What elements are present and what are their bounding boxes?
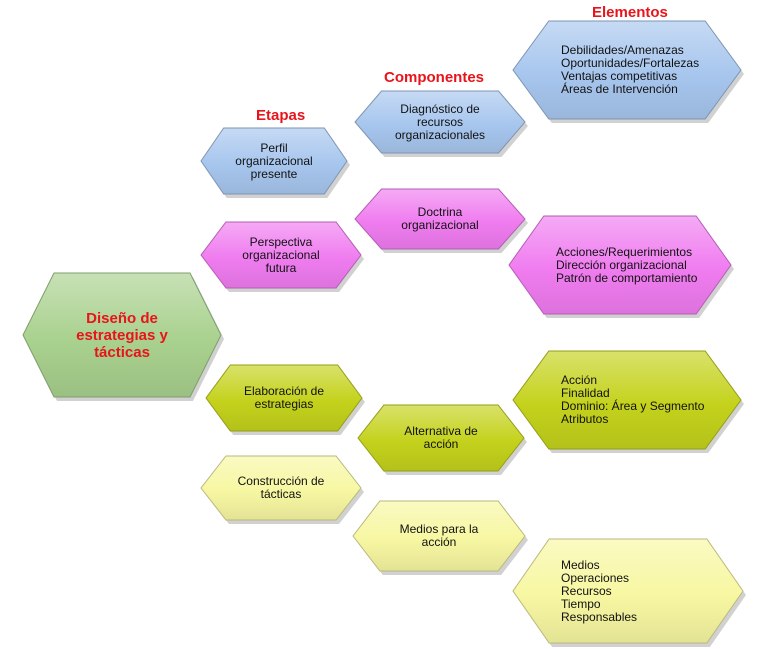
- hexagon-line: Atributos: [561, 412, 609, 426]
- hexagon-shape: [508, 215, 734, 318]
- hexagon-line: Perspectiva: [249, 234, 313, 249]
- header-etapas: Etapas: [256, 107, 306, 124]
- hexagon-line: estrategias y: [76, 326, 168, 344]
- hexagon-line: Recursos: [561, 583, 612, 598]
- hexagon-shape: [200, 127, 350, 198]
- hexagon-line: Áreas de Intervención: [561, 82, 678, 96]
- hexagon-line: Debilidades/Amenazas: [561, 43, 684, 57]
- hexagon-line: acción: [421, 535, 457, 549]
- hexagon-line: Diseño de: [86, 309, 158, 327]
- hexagon-line: Diagnóstico de: [400, 101, 480, 116]
- hexagon-shape: [200, 455, 364, 524]
- hexagon-shape: [205, 364, 365, 435]
- hexagon-shape: [200, 221, 364, 292]
- hexagon-line: organizacional: [401, 218, 479, 232]
- hexagon-line: Tiempo: [561, 596, 601, 611]
- hexagon-line: Responsables: [561, 609, 638, 624]
- hexagon-line: estrategias: [254, 397, 314, 411]
- hexagon-line: acción: [423, 437, 459, 451]
- hexagon-line: Perfil: [260, 140, 288, 155]
- hexagon-line: Patrón de comportamiento: [556, 270, 698, 285]
- hexagon-line: Medios: [561, 557, 600, 572]
- hexagon-shape: [512, 20, 744, 123]
- hexagon-shape: [352, 500, 528, 575]
- hexagon-line: organizacionales: [394, 127, 486, 142]
- header-elementos: Elementos: [592, 4, 668, 21]
- hexagon-line: tácticas: [260, 487, 302, 501]
- hexagon-line: Acción: [561, 373, 598, 387]
- hexagon-line: organizacional: [235, 153, 313, 168]
- header-componentes: Componentes: [384, 69, 485, 86]
- hexagon-line: tácticas: [94, 343, 150, 361]
- hexagon-line: Elaboración de: [243, 384, 325, 398]
- hexagon-line: Dirección organizacional: [556, 257, 687, 272]
- hexagon-line: Ventajas competitivas: [561, 69, 678, 83]
- hexagon-line: presente: [250, 166, 298, 181]
- hexagon-line: Finalidad: [561, 386, 610, 400]
- hexagon-line: Medios para la: [399, 522, 479, 536]
- hexagon-shape: [512, 538, 746, 647]
- hexagon-line: Construcción de: [237, 474, 325, 488]
- hexagon-shape: [512, 350, 744, 453]
- hexagon-line: futura: [265, 260, 297, 275]
- hexagon-line: Dominio: Área y Segmento: [561, 399, 705, 413]
- hexagon-line: Doctrina: [417, 205, 463, 219]
- hexagon-line: organizacional: [242, 247, 320, 262]
- hexagon-line: Oportunidades/Fortalezas: [561, 56, 700, 70]
- hexagon-shape: [357, 404, 527, 475]
- hexagon-line: Alternativa de: [404, 424, 478, 438]
- hexagon-shape: [22, 272, 224, 401]
- hexagon-line: Operaciones: [561, 570, 630, 585]
- hexagon-line: Acciones/Requerimientos: [556, 244, 693, 259]
- hexagon-shape: [354, 188, 528, 253]
- hexagon-line: recursos: [416, 114, 463, 129]
- hexagon-shape: [354, 90, 528, 157]
